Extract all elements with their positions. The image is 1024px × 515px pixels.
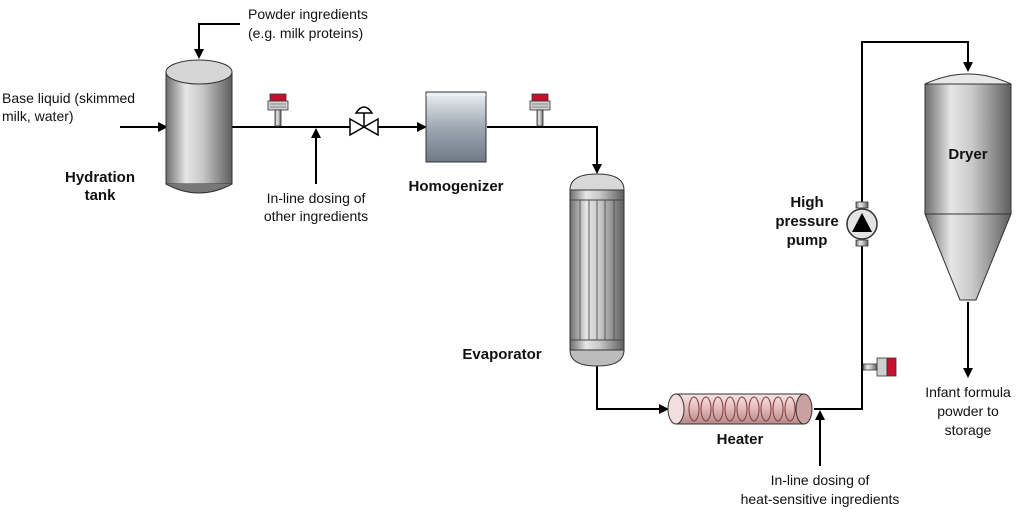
homogenizer-label: Homogenizer xyxy=(408,178,503,195)
dryer-label: Dryer xyxy=(948,146,987,163)
sensor-icon xyxy=(862,357,897,377)
sensor-icon xyxy=(529,93,551,127)
homogenizer-icon xyxy=(425,91,487,163)
homogenizer-to-evaporator-line xyxy=(487,126,602,174)
dosing-1-label-line2: other ingredients xyxy=(264,208,368,224)
dosing-1-label-line1: In-line dosing of xyxy=(267,190,366,206)
evaporator-icon xyxy=(569,173,625,367)
hydration-tank-label-line2: tank xyxy=(85,187,117,204)
pump-label-line3: pump xyxy=(787,232,828,249)
pump-icon xyxy=(846,201,878,247)
pipes xyxy=(120,23,973,466)
pump-label-line1: High xyxy=(790,194,823,211)
output-label-line2: powder to xyxy=(937,403,999,419)
dosing-2-label-line2: heat-sensitive ingredients xyxy=(741,491,900,507)
output-label-line3: storage xyxy=(945,422,992,438)
evaporator-to-heater-line xyxy=(596,366,669,414)
valve-icon xyxy=(349,106,379,137)
tank-icon xyxy=(165,59,233,194)
sensor-icon xyxy=(267,93,289,127)
hydration-tank-label-line1: Hydration xyxy=(65,169,135,186)
powder-label-line1: Powder ingredients xyxy=(248,6,368,22)
heater-label: Heater xyxy=(717,431,764,448)
labels: Powder ingredients (e.g. milk proteins) … xyxy=(2,6,1011,507)
heater-icon xyxy=(667,393,813,425)
pump-label-line2: pressure xyxy=(775,213,838,230)
pump-to-dryer-line xyxy=(861,41,973,204)
dosing-2-label-line1: In-line dosing of xyxy=(771,472,870,488)
output-label-line1: Infant formula xyxy=(925,384,1011,400)
dryer-icon xyxy=(924,73,1012,301)
evaporator-label: Evaporator xyxy=(462,346,541,363)
heater-to-pump-line xyxy=(814,245,863,410)
base-liquid-label-line1: Base liquid (skimmed xyxy=(2,90,135,106)
base-liquid-label-line2: milk, water) xyxy=(2,108,74,124)
powder-feed-line xyxy=(194,23,240,59)
powder-label-line2: (e.g. milk proteins) xyxy=(248,25,363,41)
